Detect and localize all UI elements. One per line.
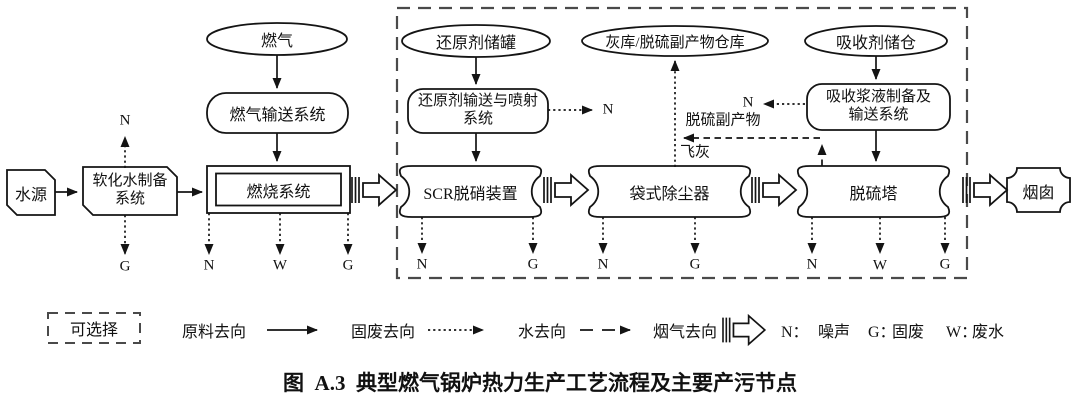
emission-marker: G	[689, 256, 701, 273]
legend-w-key: W：	[946, 324, 978, 341]
label-desulf-byproduct: 脱硫副产物	[685, 112, 761, 129]
legend-flue-gas-label: 烟气去向	[652, 324, 718, 341]
node-bag-filter: 袋式除尘器	[629, 185, 710, 203]
label-fly-ash: 飞灰	[679, 144, 711, 161]
node-water-source: 水源	[14, 186, 47, 204]
legend-solid-waste-label: 固废去向	[350, 324, 416, 341]
legend-w-value: 废水	[972, 324, 1005, 341]
legend-n-value: 噪声	[818, 324, 851, 341]
ash-warehouse-ellipse	[581, 25, 769, 57]
emission-marker: G	[527, 256, 539, 273]
legend-flue-arrow	[722, 314, 766, 346]
emission-marker: N	[597, 256, 609, 273]
legend-g-value: 固废	[892, 324, 925, 341]
legend-g-key: G：	[868, 324, 896, 341]
node-scr: SCR脱硝装置	[423, 185, 518, 203]
node-softened-water: 软化水制备 系统	[92, 173, 168, 207]
scr-banner	[398, 165, 543, 218]
flue-arrow-combustion-scr	[351, 174, 397, 206]
desulf-tower-banner	[796, 165, 951, 218]
legend-raw-material-label: 原料去向	[181, 324, 247, 341]
legend-n-key: N：	[781, 324, 809, 341]
node-ash-warehouse: 灰库/脱硫副产物仓库	[605, 34, 745, 51]
emission-marker: N	[203, 257, 215, 274]
legend-optional-box	[47, 312, 141, 344]
emission-marker: G	[342, 257, 354, 274]
emission-marker: W	[272, 257, 288, 274]
flue-arrow-bag-tower	[751, 174, 797, 206]
flue-arrow-tower-chimney	[962, 174, 1008, 206]
softened-water-card	[82, 166, 178, 216]
emission-marker: G	[119, 258, 131, 275]
node-fuel-gas: 燃气	[260, 33, 293, 50]
figure-caption: 图 A.3 典型燃气锅炉热力生产工艺流程及主要产污节点	[283, 371, 797, 395]
bag-filter-banner	[587, 165, 752, 218]
emission-marker: N	[119, 112, 131, 129]
node-combustion: 燃烧系统	[246, 183, 311, 201]
reductant-transport-box	[407, 88, 549, 134]
slurry-prep-box	[806, 83, 951, 131]
node-absorbent-silo: 吸收剂储仓	[835, 35, 916, 52]
flue-arrow-scr-bag	[543, 174, 589, 206]
legend-optional-label: 可选择	[69, 322, 118, 339]
label-noise-reductant: N	[602, 101, 614, 118]
water-source-card	[6, 169, 56, 216]
combustion-inner-box	[215, 172, 342, 207]
node-slurry-prep: 吸收浆液制备及 输送系统	[825, 89, 931, 123]
node-chimney: 烟囱	[1022, 184, 1055, 202]
chimney-plaque	[1006, 167, 1071, 213]
emission-marker: G	[939, 256, 951, 273]
node-reductant-tank: 还原剂储罐	[435, 35, 516, 52]
emission-marker: W	[872, 257, 888, 274]
label-noise-slurry: N	[742, 94, 754, 111]
emission-marker: N	[806, 256, 818, 273]
node-reductant-transport: 还原剂输送与喷射 系统	[417, 93, 538, 127]
emission-marker: N	[416, 256, 428, 273]
node-desulf-tower: 脱硫塔	[849, 185, 898, 203]
optional-region-box	[395, 6, 969, 280]
legend-water-label: 水去向	[517, 324, 567, 341]
node-gas-transport: 燃气输送系统	[229, 107, 326, 124]
